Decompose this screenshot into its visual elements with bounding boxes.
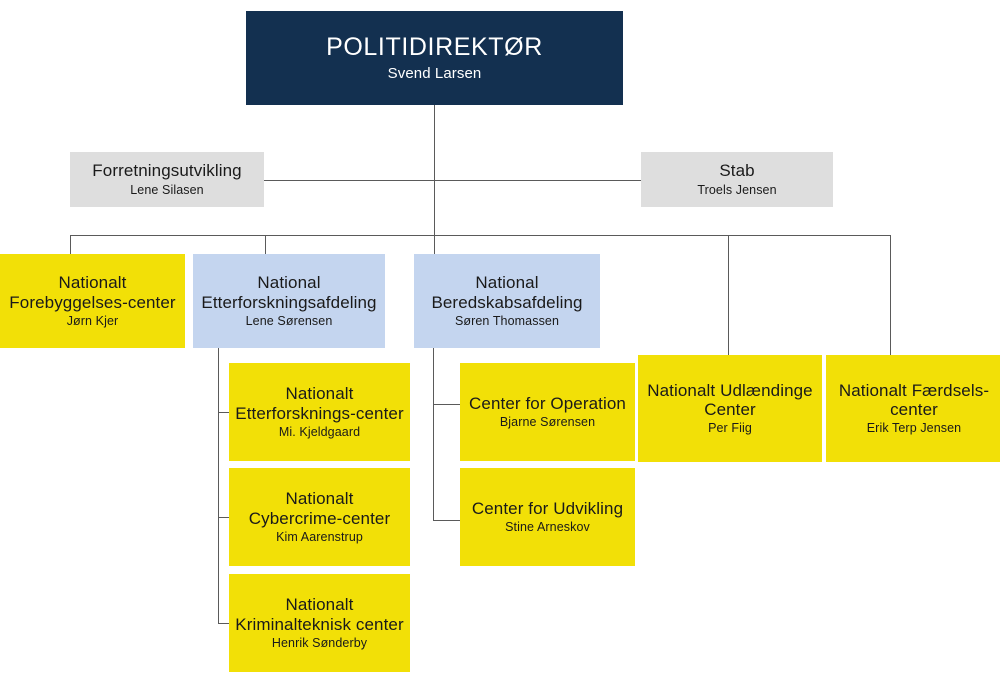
node-title-line2: Etterforskningsafdeling (201, 292, 377, 312)
node-person: Kim Aarenstrup (276, 529, 363, 544)
node-title-line2: Etterforsknings-center (235, 403, 404, 423)
node-title-line1: Nationalt Færdsels- (838, 380, 990, 400)
node-title-line2: Center (704, 400, 756, 419)
node-title-line1: Center for Udvikling (471, 498, 624, 518)
node-title-line1: Nationalt (285, 595, 354, 615)
node-nationalt-forebyggelses-center[interactable]: Nationalt Forebyggelses-center Jørn Kjer (0, 254, 185, 348)
node-title-line2: center (890, 400, 938, 419)
connector-stub-preparedness-1 (433, 404, 460, 405)
connector-root-trunk (434, 105, 435, 235)
node-nationalt-etterforsknings-center[interactable]: Nationalt Etterforsknings-center Mi. Kje… (229, 363, 410, 461)
node-title-line1: Nationalt (58, 273, 127, 293)
node-title: POLITIDIREKTØR (326, 33, 543, 62)
connector-drop-beredskab (434, 235, 435, 254)
node-person: Stine Arneskov (505, 520, 590, 535)
node-person: Troels Jensen (697, 182, 777, 197)
node-title-line2: Beredskabsafdeling (431, 292, 583, 312)
node-forretningsutvikling[interactable]: Forretningsutvikling Lene Silasen (70, 152, 264, 207)
node-person: Jørn Kjer (66, 313, 119, 328)
node-person: Henrik Sønderby (271, 635, 368, 650)
connector-spine-preparedness (433, 348, 434, 520)
connector-stub-preparedness-2 (433, 520, 460, 521)
node-nationalt-kriminalteknisk-center[interactable]: Nationalt Kriminalteknisk center Henrik … (229, 574, 410, 672)
connector-drop-udlaendinge (728, 235, 729, 355)
node-title-line2: Cybercrime-center (248, 508, 391, 528)
node-title-line1: National (475, 273, 539, 293)
connector-drop-etterforskning (265, 235, 266, 254)
node-title-line2: Kriminalteknisk center (235, 614, 404, 634)
connector-stub-investigation-3 (218, 623, 230, 624)
connector-drop-faerdsels (890, 235, 891, 355)
node-title-line1: National (257, 273, 321, 293)
node-nationalt-udlaendinge-center[interactable]: Nationalt Udlændinge Center Per Fiig (638, 355, 822, 462)
connector-division-bus (70, 235, 890, 236)
node-person: Svend Larsen (387, 64, 482, 82)
node-person: Mi. Kjeldgaard (278, 424, 361, 439)
connector-stub-investigation-1 (218, 412, 230, 413)
node-title-line1: Center for Operation (469, 393, 626, 413)
node-title-line1: Nationalt (285, 384, 354, 404)
node-title: Forretningsutvikling (92, 161, 242, 181)
node-title-line2: Forebyggelses-center (9, 292, 176, 312)
node-center-for-operation[interactable]: Center for Operation Bjarne Sørensen (460, 363, 635, 461)
node-person: Per Fiig (708, 421, 752, 436)
node-national-etterforskningsafdeling[interactable]: National Etterforskningsafdeling Lene Sø… (193, 254, 385, 348)
node-person: Søren Thomassen (454, 313, 560, 328)
connector-staff-right (434, 180, 641, 181)
node-person: Lene Sørensen (245, 313, 333, 328)
node-person: Bjarne Sørensen (499, 415, 596, 430)
connector-spine-investigation (218, 348, 219, 623)
connector-staff-left (264, 180, 435, 181)
node-politidirektoer[interactable]: POLITIDIREKTØR Svend Larsen (246, 11, 623, 105)
connector-stub-investigation-2 (218, 517, 230, 518)
node-person: Lene Silasen (130, 182, 204, 197)
node-title-line1: Nationalt (285, 489, 354, 509)
node-title-line1: Nationalt Udlændinge (647, 380, 813, 400)
node-person: Erik Terp Jensen (866, 421, 962, 436)
connector-drop-forebyggelse (70, 235, 71, 254)
node-national-beredskabsafdeling[interactable]: National Beredskabsafdeling Søren Thomas… (414, 254, 600, 348)
node-nationalt-cybercrime-center[interactable]: Nationalt Cybercrime-center Kim Aarenstr… (229, 468, 410, 566)
node-center-for-udvikling[interactable]: Center for Udvikling Stine Arneskov (460, 468, 635, 566)
node-nationalt-faerdsels-center[interactable]: Nationalt Færdsels- center Erik Terp Jen… (826, 355, 1000, 462)
node-stab[interactable]: Stab Troels Jensen (641, 152, 833, 207)
node-title: Stab (719, 161, 755, 181)
